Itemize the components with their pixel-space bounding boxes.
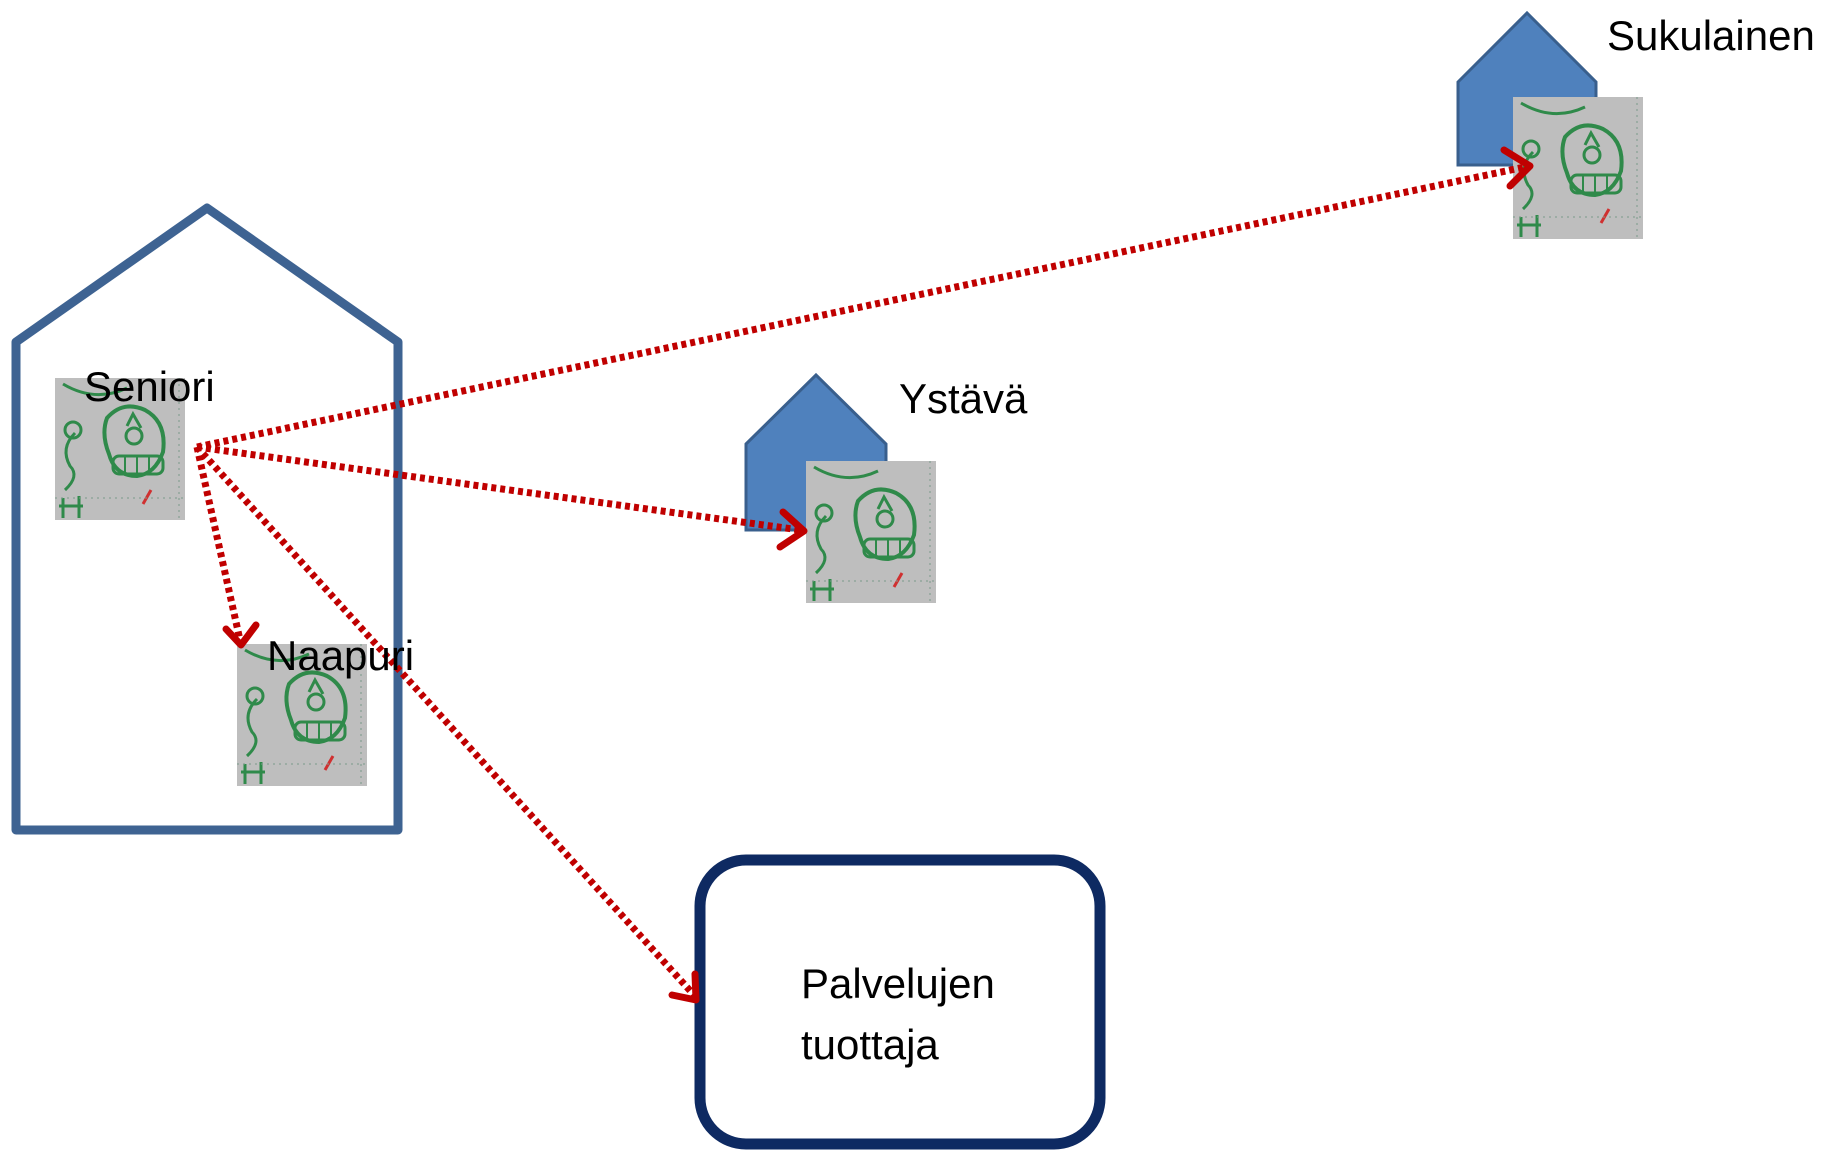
service-provider-label: Palvelujen tuottaja — [801, 954, 995, 1076]
arrowhead-ystava — [776, 508, 808, 551]
service-provider-box — [694, 854, 1106, 1150]
arrowhead-provider — [668, 970, 700, 1004]
senior-house-outline — [11, 203, 403, 835]
arrow-seniori-ystava — [196, 443, 801, 534]
service-provider-line2: tuottaja — [801, 1020, 939, 1068]
service-provider-line1: Palvelujen — [801, 960, 995, 1007]
sukulainen-label: Sukulainen — [1607, 12, 1815, 59]
seniori-label: Seniori — [84, 363, 215, 410]
arrow-seniori-sukulainen — [196, 163, 1526, 451]
ystava-label: Ystävä — [899, 375, 1028, 422]
arrow-seniori-naapuri — [193, 446, 244, 641]
arrowhead-sukulainen — [1500, 146, 1534, 190]
arrow-seniori-provider — [194, 444, 697, 998]
arrowhead-naapuri — [222, 621, 260, 649]
naapuri-label: Naapuri — [267, 632, 415, 679]
ystava-avatar — [804, 459, 938, 605]
